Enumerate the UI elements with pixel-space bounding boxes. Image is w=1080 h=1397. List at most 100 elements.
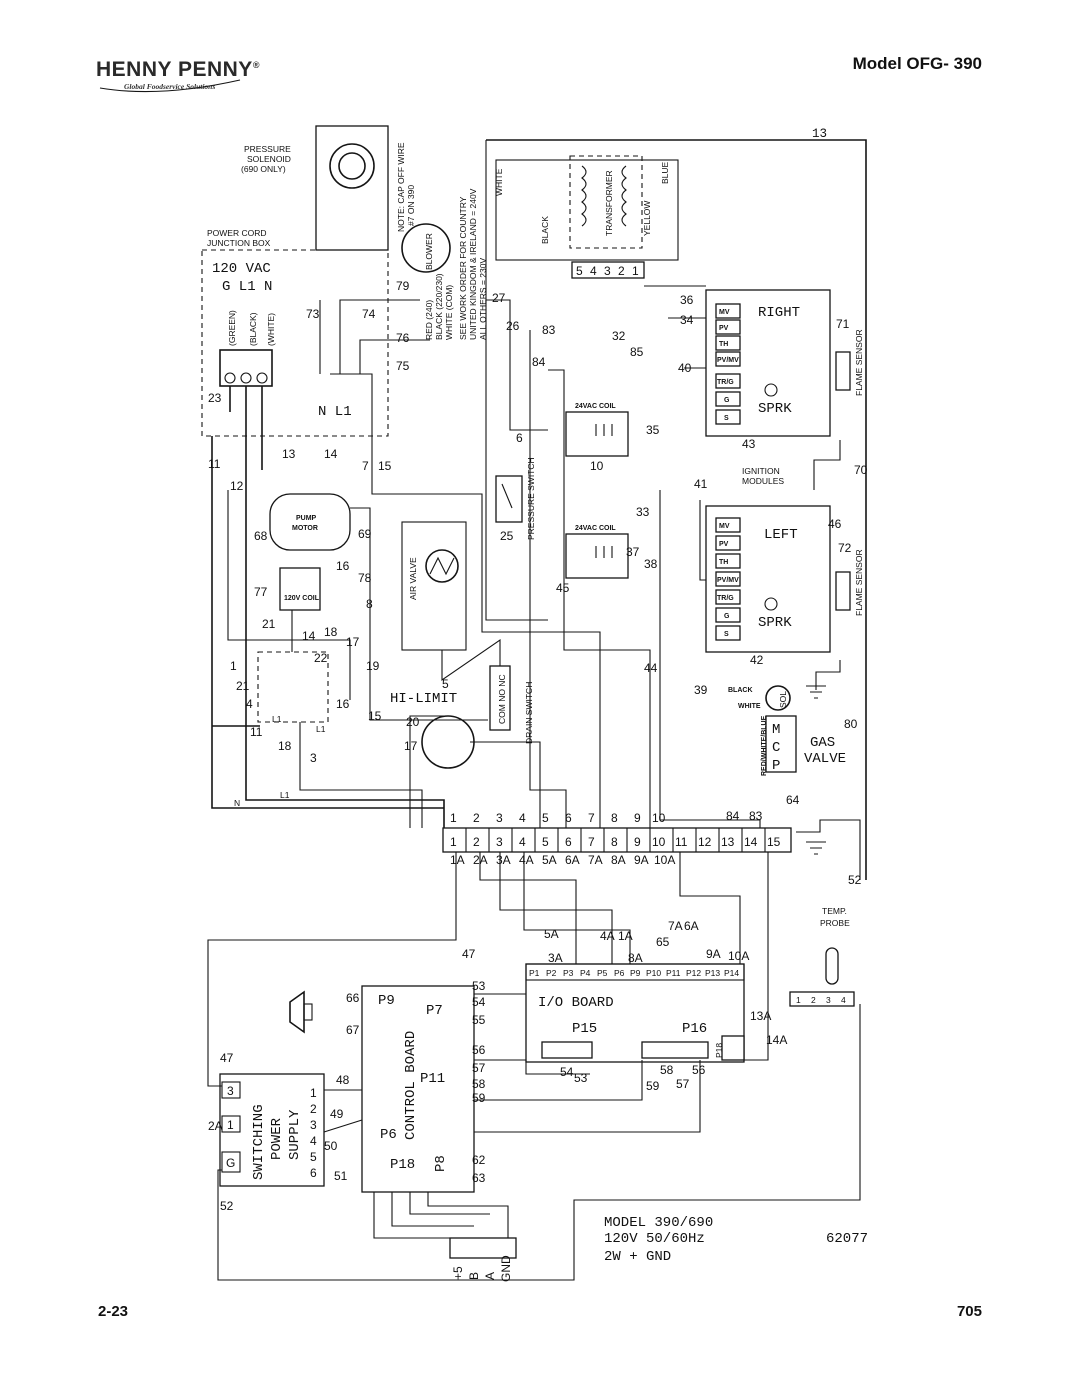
- svg-text:2: 2: [310, 1102, 317, 1116]
- brand-name: HENNY PENNY®: [96, 58, 260, 81]
- svg-text:4: 4: [310, 1134, 317, 1148]
- svg-text:3: 3: [310, 1118, 317, 1132]
- svg-text:UNITED KINGDOM & IRELAND = 240: UNITED KINGDOM & IRELAND = 240V: [468, 188, 478, 340]
- svg-text:54: 54: [560, 1065, 574, 1079]
- svg-text:(WHITE): (WHITE): [266, 313, 276, 346]
- svg-text:P9: P9: [378, 993, 395, 1009]
- svg-text:7A: 7A: [668, 919, 683, 933]
- comm-connector: [449, 1237, 517, 1259]
- right-module-pins: MV PV TH PV/MV TR/G G S: [715, 303, 741, 425]
- svg-text:COM NO NC: COM NO NC: [497, 674, 507, 724]
- svg-text:15: 15: [767, 835, 781, 849]
- svg-text:27: 27: [492, 291, 506, 305]
- svg-text:5: 5: [576, 264, 583, 278]
- svg-text:15: 15: [368, 709, 382, 723]
- svg-text:N: N: [234, 798, 240, 808]
- svg-text:S: S: [724, 415, 729, 422]
- pump-wiring: [227, 490, 488, 828]
- svg-text:51: 51: [334, 1169, 348, 1183]
- svg-text:42: 42: [750, 653, 764, 667]
- svg-text:WHITE: WHITE: [494, 168, 504, 196]
- blower-wiring: [319, 299, 601, 828]
- svg-text:16: 16: [336, 559, 350, 573]
- svg-text:75: 75: [396, 359, 410, 373]
- svg-text:18: 18: [278, 739, 292, 753]
- svg-text:7: 7: [362, 459, 369, 473]
- svg-text:64: 64: [786, 793, 800, 807]
- svg-text:1: 1: [450, 811, 457, 825]
- left-24vac-coil: [565, 533, 629, 579]
- svg-text:P5: P5: [597, 968, 608, 978]
- speaker-icon: [289, 990, 305, 1034]
- svg-text:2: 2: [473, 835, 480, 849]
- svg-text:P9: P9: [630, 968, 641, 978]
- svg-text:5: 5: [542, 811, 549, 825]
- svg-text:4: 4: [590, 264, 597, 278]
- svg-text:MOTOR: MOTOR: [292, 525, 318, 532]
- svg-text:76: 76: [396, 331, 410, 345]
- svg-text:120V COIL: 120V COIL: [284, 595, 320, 602]
- svg-text:TH: TH: [719, 559, 728, 566]
- svg-text:LEFT: LEFT: [764, 527, 798, 543]
- svg-text:4: 4: [519, 835, 526, 849]
- svg-text:P2: P2: [546, 968, 557, 978]
- svg-text:5A: 5A: [544, 927, 559, 941]
- svg-text:VALVE: VALVE: [804, 751, 846, 767]
- svg-text:84: 84: [532, 355, 546, 369]
- svg-text:N L1: N L1: [318, 404, 352, 420]
- power-supply-left-pins: 3 1 G: [221, 1081, 241, 1173]
- svg-text:9A: 9A: [634, 853, 649, 867]
- svg-text:6: 6: [565, 835, 572, 849]
- svg-text:NOTE: CAP OFF WIRE: NOTE: CAP OFF WIRE: [396, 142, 406, 232]
- logo-swoosh: [99, 79, 241, 93]
- svg-text:TEMP.: TEMP.: [822, 906, 847, 916]
- svg-text:14: 14: [744, 835, 758, 849]
- svg-text:1: 1: [230, 659, 237, 673]
- svg-text:P8: P8: [433, 1155, 449, 1172]
- svg-text:SOL: SOL: [778, 691, 788, 708]
- svg-text:13A: 13A: [750, 1009, 771, 1023]
- svg-text:HI-LIMIT: HI-LIMIT: [390, 691, 457, 707]
- svg-text:PV/MV: PV/MV: [717, 357, 739, 364]
- pump-coil: [279, 567, 321, 611]
- svg-text:20: 20: [406, 715, 420, 729]
- svg-text:6: 6: [565, 811, 572, 825]
- svg-text:10: 10: [652, 811, 666, 825]
- svg-text:(BLACK): (BLACK): [248, 312, 258, 346]
- svg-text:4: 4: [246, 697, 253, 711]
- svg-text:6: 6: [516, 431, 523, 445]
- svg-text:2W + GND: 2W + GND: [604, 1249, 671, 1265]
- svg-text:MODEL 390/690: MODEL 390/690: [604, 1215, 713, 1231]
- svg-text:77: 77: [254, 585, 268, 599]
- model-title: Model OFG- 390: [852, 54, 982, 73]
- wire-label-13: 13: [812, 127, 827, 141]
- svg-text:24VAC COIL: 24VAC COIL: [575, 525, 616, 532]
- svg-text:11: 11: [250, 725, 263, 739]
- svg-text:4A: 4A: [519, 853, 534, 867]
- svg-text:6: 6: [310, 1166, 317, 1180]
- svg-text:PRESSURE SWITCH: PRESSURE SWITCH: [526, 457, 536, 540]
- svg-text:70: 70: [854, 463, 868, 477]
- terminal-block: [219, 349, 273, 387]
- board-wiring: [217, 993, 861, 1281]
- svg-text:17: 17: [346, 635, 360, 649]
- svg-text:57: 57: [676, 1077, 690, 1091]
- svg-text:S: S: [724, 631, 729, 638]
- svg-text:1: 1: [310, 1086, 317, 1100]
- svg-text:56: 56: [472, 1043, 486, 1057]
- svg-text:3A: 3A: [548, 951, 563, 965]
- svg-text:21: 21: [236, 679, 250, 693]
- svg-text:8A: 8A: [611, 853, 626, 867]
- svg-text:P12: P12: [686, 968, 701, 978]
- control-board: [361, 985, 475, 1193]
- svg-text:50: 50: [324, 1139, 338, 1153]
- svg-text:10A: 10A: [654, 853, 675, 867]
- svg-text:44: 44: [644, 661, 658, 675]
- svg-text:1A: 1A: [618, 929, 633, 943]
- spark-terminal-icon: [764, 383, 778, 397]
- svg-text:4A: 4A: [600, 929, 615, 943]
- svg-text:40: 40: [678, 361, 692, 375]
- svg-text:3: 3: [826, 995, 831, 1005]
- svg-text:85: 85: [630, 345, 644, 359]
- svg-text:G: G: [724, 397, 730, 404]
